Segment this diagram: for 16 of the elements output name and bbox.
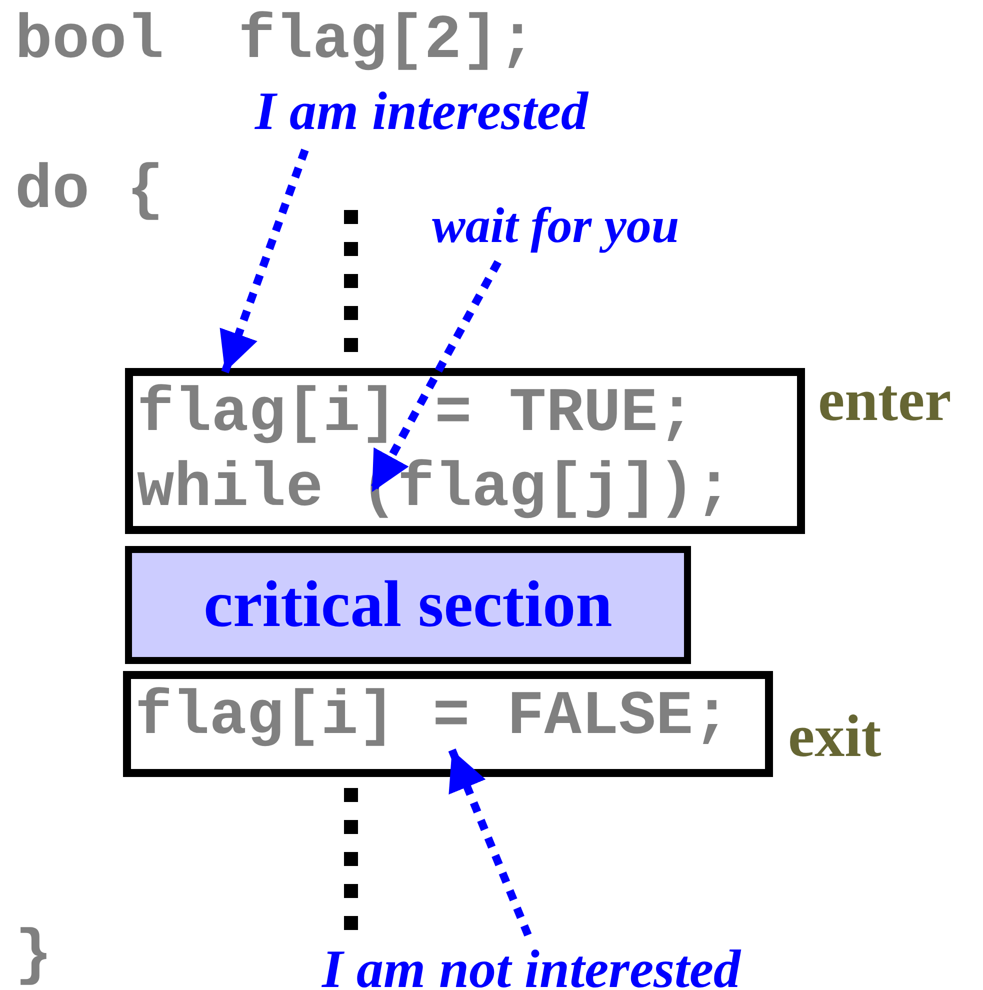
code-text: flag[i] = FALSE;: [134, 680, 730, 754]
code-line: do {: [15, 154, 164, 228]
annotation-text: I am not interested: [322, 942, 741, 990]
step-label: enter: [818, 370, 952, 430]
code-text: flag[i] = TRUE; while (flag[j]);: [136, 377, 732, 526]
leader-arrow: [448, 748, 532, 937]
annotation-text: I am interested: [255, 84, 588, 138]
section-title: critical section: [204, 572, 612, 638]
step-label: exit: [788, 706, 882, 766]
code-block-box: [125, 368, 805, 534]
critical-section-box: [125, 546, 691, 664]
code-line: }: [15, 919, 52, 990]
code-block-box: [123, 671, 773, 777]
leader-arrow: [220, 148, 309, 374]
leader-arrow: [368, 260, 502, 494]
code-line: bool flag[2];: [15, 4, 536, 78]
